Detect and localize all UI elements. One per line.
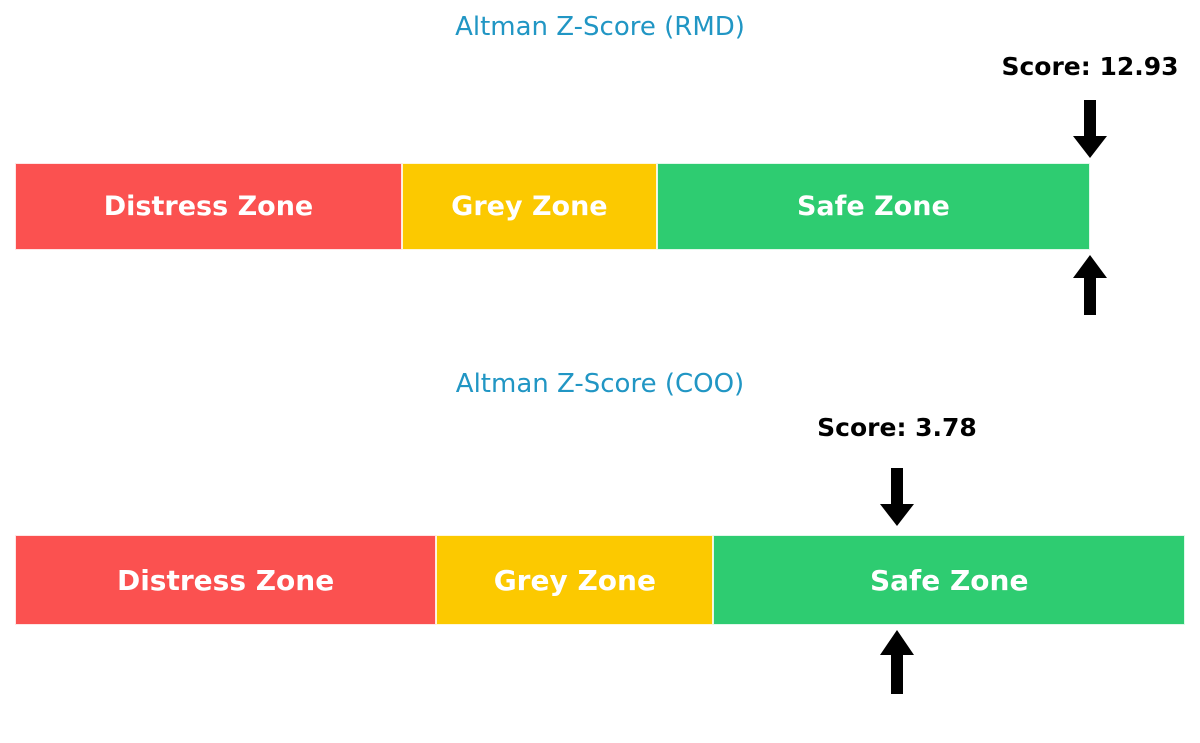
zone-label-grey-rmd: Grey Zone — [451, 191, 608, 222]
zone-bar-coo: Distress Zone Grey Zone Safe Zone — [15, 535, 1185, 625]
zone-label-distress-rmd: Distress Zone — [103, 191, 314, 222]
gauge-altman-z-score-coo: Altman Z-Score (COO) Score: 3.78 Distres… — [0, 340, 1200, 743]
gauge-altman-z-score-rmd: Altman Z-Score (RMD) Score: 12.93 Distre… — [0, 0, 1200, 340]
gauge-title-rmd: Altman Z-Score (RMD) — [455, 12, 745, 42]
zone-label-safe-coo: Safe Zone — [869, 563, 1029, 597]
score-marker-arrow-down-coo — [877, 468, 917, 528]
score-label-rmd: Score: 12.93 — [1001, 52, 1179, 81]
zone-label-grey-coo: Grey Zone — [493, 563, 656, 597]
zone-label-distress-coo: Distress Zone — [116, 563, 335, 597]
zone-bar-rmd: Distress Zone Grey Zone Safe Zone — [15, 163, 1090, 250]
zone-segment-distress-coo: Distress Zone — [15, 535, 437, 625]
score-label-coo: Score: 3.78 — [817, 413, 977, 442]
score-marker-arrow-up-rmd — [1070, 255, 1110, 317]
gauge-title-coo: Altman Z-Score (COO) — [455, 369, 745, 399]
zone-segment-safe-rmd: Safe Zone — [656, 163, 1090, 250]
zone-label-safe-rmd: Safe Zone — [796, 191, 950, 222]
zone-segment-grey-rmd: Grey Zone — [402, 163, 657, 250]
zone-segment-safe-coo: Safe Zone — [713, 535, 1185, 625]
zone-segment-grey-coo: Grey Zone — [436, 535, 714, 625]
zone-segment-distress-rmd: Distress Zone — [15, 163, 402, 250]
score-marker-arrow-down-rmd — [1070, 100, 1110, 160]
score-marker-arrow-up-coo — [877, 630, 917, 696]
